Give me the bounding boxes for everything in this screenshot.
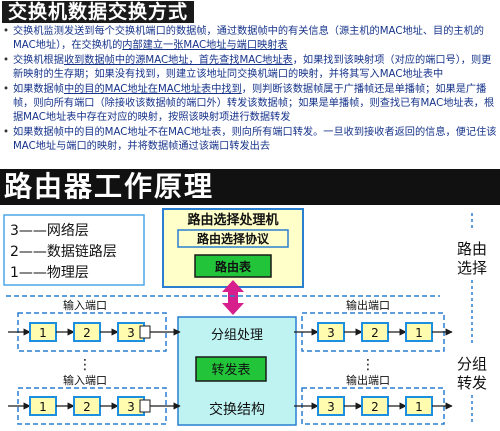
port-layer-2: 2	[83, 400, 91, 414]
port-layer-3: 3	[127, 400, 135, 414]
bullet-item: 交换机监测发送到每个交换机端口的数据帧，通过数据帧中的有关信息（源主机的MAC地…	[3, 25, 497, 53]
input-port-label: 输入端口	[63, 298, 107, 312]
switch-section: 交换机数据交换方式 交换机监测发送到每个交换机端口的数据帧，通过数据帧中的有关信…	[0, 0, 500, 170]
port-layer-2: 2	[371, 326, 379, 340]
port-layer-1: 1	[39, 326, 47, 340]
switch-fabric-label: 交换结构	[209, 401, 265, 418]
bullet-item: 交换机根据收到数据帧中的源MAC地址，首先查找MAC地址表，如果找到该映射项（对…	[3, 54, 497, 82]
side-forwarding-line1: 分组	[457, 355, 487, 373]
output-port-1: 输出端口 3 2 1	[294, 298, 453, 352]
packet-processing-label: 分组处理	[211, 328, 263, 343]
routing-protocol-box	[177, 229, 289, 248]
bullet-item: 如果数据帧中的目的MAC地址不在MAC地址表，则向所有端口转发。一旦收到接收者返…	[3, 126, 497, 154]
side-routing-line2: 选择	[457, 259, 487, 277]
forwarding-table-box	[195, 356, 267, 382]
side-forwarding-line2: 转发	[457, 374, 487, 392]
layer-1-label: 1——物理层	[10, 265, 89, 281]
port-layer-3: 3	[327, 326, 335, 340]
layer-3-label: 3——网络层	[10, 223, 89, 239]
layer-2-label: 2——数据链路层	[10, 244, 117, 260]
input-port-2: 输入端口 1 2 3	[8, 373, 181, 425]
routing-processor: 路由选择处理机 路由选择协议 路由表	[162, 208, 304, 288]
port-layer-2: 2	[371, 400, 379, 414]
layer-legend: 3——网络层 2——数据链路层 1——物理层	[3, 214, 145, 286]
forwarding-table-label: 转发表	[211, 362, 250, 378]
router-diagram: 3——网络层 2——数据链路层 1——物理层 路由选择处理机 路由选择协议 路由…	[0, 205, 500, 427]
router-section-title: 路由器工作原理	[0, 169, 500, 205]
bullet-item: 如果数据帧中的目的MAC地址在MAC地址表中找到，则判断该数据帧属于广播帧还是单…	[3, 83, 497, 125]
router-diagram-svg: 3——网络层 2——数据链路层 1——物理层 路由选择处理机 路由选择协议 路由…	[3, 208, 487, 426]
output-port-label: 输出端口	[346, 298, 390, 312]
port-layer-1: 1	[415, 326, 423, 340]
switch-title: 交换机数据交换方式	[2, 1, 195, 23]
switch-fabric: 分组处理 转发表 交换结构	[177, 316, 297, 426]
output-ellipsis: ⋮	[361, 357, 375, 373]
routing-protocol-label: 路由选择协议	[197, 231, 270, 246]
routing-processor-label: 路由选择处理机	[187, 212, 278, 228]
port-layer-1: 1	[39, 400, 47, 414]
side-routing-line1: 路由	[457, 240, 487, 258]
switch-bullet-list: 交换机监测发送到每个交换机端口的数据帧，通过数据帧中的有关信息（源主机的MAC地…	[3, 25, 497, 155]
control-arrow	[222, 280, 244, 315]
port-layer-3: 3	[327, 400, 335, 414]
input-ellipsis: ⋮	[78, 357, 92, 373]
output-port-label: 输出端口	[346, 373, 390, 387]
routing-table-label: 路由表	[215, 259, 252, 274]
output-port-2: 输出端口 3 2 1	[294, 373, 453, 425]
input-port-label: 输入端口	[63, 373, 107, 387]
input-port-1: 输入端口 1 2 3	[8, 298, 181, 352]
side-labels: 路由 选择 分组 转发	[457, 213, 487, 423]
routing-table-box	[194, 254, 272, 278]
port-layer-2: 2	[83, 326, 91, 340]
port-layer-3: 3	[127, 326, 135, 340]
port-layer-1: 1	[415, 400, 423, 414]
